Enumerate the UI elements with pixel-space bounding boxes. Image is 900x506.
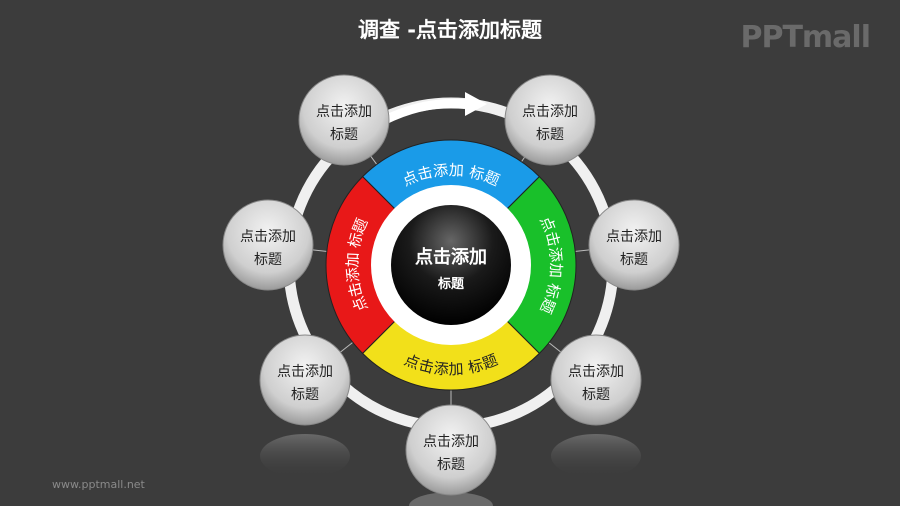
node-label-2: 标题 [330,127,358,143]
node-reflection [409,492,493,506]
website-url: www.pptmall.net [52,478,145,491]
node-circle[interactable]: 点击添加标题 [259,334,351,426]
node-circle[interactable]: 点击添加标题 [298,74,390,166]
node-circle[interactable]: 点击添加标题 [550,334,642,426]
node-label-1: 点击添加 [316,104,372,120]
node-label-1: 点击添加 [606,229,662,245]
node-label-1: 点击添加 [522,104,578,120]
page-title: 调查 -点击添加标题 [357,18,543,42]
node-label-2: 标题 [582,387,610,403]
center-label-2: 标题 [437,276,465,292]
center-sphere [391,205,511,325]
center-label-1: 点击添加 [415,246,487,268]
node-label-2: 标题 [254,252,282,268]
node-label-2: 标题 [437,457,465,473]
node-circle[interactable]: 点击添加标题 [405,404,497,496]
node-label-2: 标题 [536,127,564,143]
node-circle[interactable]: 点击添加标题 [222,199,314,291]
pptmall-logo: PPTmall [740,20,871,55]
node-circle[interactable]: 点击添加标题 [504,74,596,166]
node-label-1: 点击添加 [423,434,479,450]
node-label-2: 标题 [620,252,648,268]
node-label-2: 标题 [291,387,319,403]
node-label-1: 点击添加 [568,364,624,380]
node-circle[interactable]: 点击添加标题 [588,199,680,291]
node-reflection [260,434,350,478]
node-reflection [551,434,641,478]
node-label-1: 点击添加 [240,229,296,245]
node-label-1: 点击添加 [277,364,333,380]
arrow-icon [382,92,487,125]
